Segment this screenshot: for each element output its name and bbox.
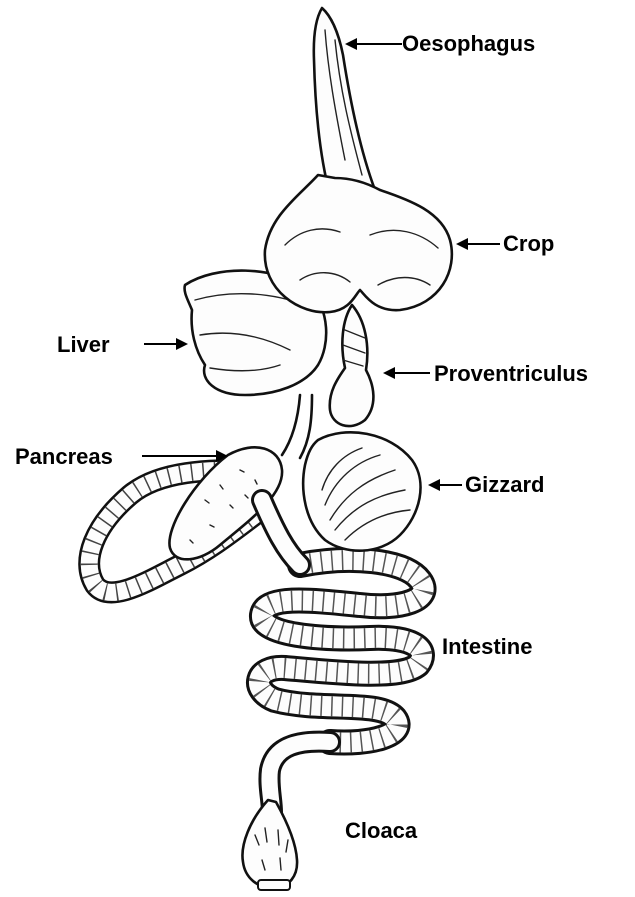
svg-text:Proventriculus: Proventriculus — [434, 361, 588, 386]
label-gizzard: Gizzard — [428, 472, 544, 497]
label-cloaca: Cloaca — [345, 818, 418, 843]
svg-text:Gizzard: Gizzard — [465, 472, 544, 497]
label-crop: Crop — [456, 231, 554, 256]
label-liver: Liver — [57, 332, 188, 357]
label-intestine: Intestine — [442, 634, 532, 659]
proventriculus — [330, 305, 374, 426]
gizzard — [303, 432, 420, 550]
label-oesophagus: Oesophagus — [345, 31, 535, 56]
svg-text:Crop: Crop — [503, 231, 554, 256]
label-proventriculus: Proventriculus — [383, 361, 588, 386]
svg-text:Liver: Liver — [57, 332, 110, 357]
cloaca — [242, 800, 297, 888]
svg-text:Pancreas: Pancreas — [15, 444, 113, 469]
svg-text:Oesophagus: Oesophagus — [402, 31, 535, 56]
crop — [265, 175, 452, 312]
